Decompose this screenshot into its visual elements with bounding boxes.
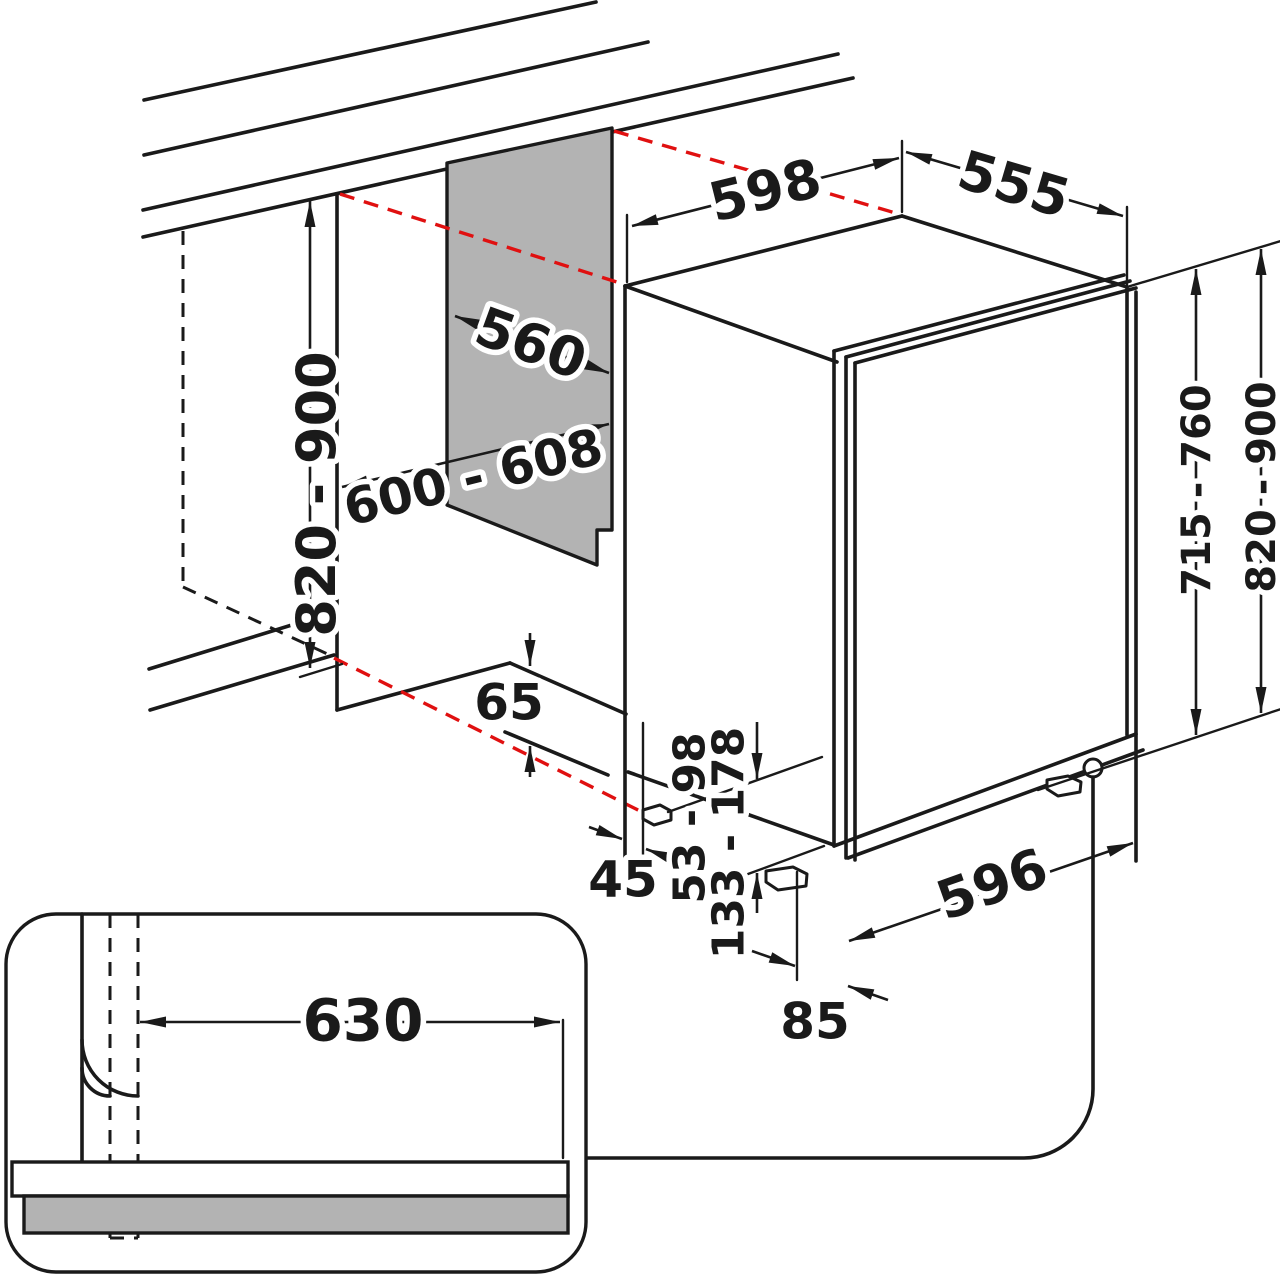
dim-label-appliance-height: 715 - 760: [1174, 384, 1220, 595]
door-bottom-edge-1: [832, 732, 1138, 848]
dimension-line: [341, 422, 610, 489]
dim-label-floor-step: 65: [474, 674, 544, 732]
dim-label-appliance-width: 598: [703, 146, 828, 234]
niche-floor-side-edge: [508, 661, 628, 716]
dimension-floor-step: 65: [469, 633, 549, 777]
plinth-board: [10, 1160, 570, 1198]
feet-top-reference-line: [666, 755, 824, 814]
drain-hose-path: [584, 775, 1095, 1160]
arrow-right: [645, 847, 679, 864]
top-left-edge: [623, 214, 904, 288]
dimension-appliance-width: 598: [625, 139, 904, 284]
dimension-line: [905, 150, 1124, 218]
feet-and-hose: [584, 755, 1104, 1160]
arrow-left: [588, 824, 623, 841]
side-bottom-edge: [626, 770, 836, 847]
wall-line-lower: [142, 40, 650, 157]
arrow-right: [847, 984, 889, 1002]
dim-label-toe-offset: 45: [588, 851, 658, 909]
dim-label-appliance-height-door: 820 - 900: [1239, 381, 1280, 592]
top-front-edge: [623, 284, 839, 364]
worktop-front-top-edge: [141, 52, 840, 212]
floor-front-edge-outer-2: [148, 653, 336, 712]
floor-front-edge-outer: [147, 610, 336, 671]
dimension-line: [631, 156, 900, 228]
wall-line-upper: [142, 0, 598, 102]
dim-label-rear-foot-offset: 85: [780, 993, 850, 1051]
niche-left-wall-bottom-hidden: [182, 585, 335, 659]
dim-label-hose-reach: 630: [302, 986, 423, 1054]
feet-bottom-reference-line: [746, 844, 826, 876]
niche-floor-front-edge: [335, 661, 512, 712]
dimension-appliance-depth: 555: [905, 133, 1129, 287]
arrow-left: [751, 949, 796, 968]
rear-right-foot: [1045, 774, 1083, 798]
floor-strip: [22, 1194, 570, 1235]
dimension-base-width: 596: [848, 830, 1134, 943]
dimension-toe-offset: 45: [583, 721, 679, 914]
front-left-foot: [764, 865, 809, 892]
reference-tick: [298, 662, 344, 679]
dim-label-niche-height: 820 - 900: [285, 351, 348, 636]
dimension-line: [454, 314, 610, 375]
dim-label-foot-range-high: 133 - 178: [703, 727, 754, 960]
dim-label-foot-range-low: 53 - 98: [664, 732, 715, 903]
top-right-edge: [900, 214, 1129, 289]
door-top-edge-2: [844, 279, 1132, 359]
bottom-reference-line: [1036, 708, 1280, 792]
hose-bend-inner: [80, 1066, 112, 1098]
alignment-lines: [333, 129, 900, 813]
dimension-line: [848, 841, 1134, 943]
top-reference-line: [1125, 240, 1280, 289]
red-alignment-line-floor: [333, 656, 641, 813]
door-top-edge-1: [832, 273, 1126, 353]
dimension-appliance-heights: 715 - 760 820 - 900: [1036, 240, 1280, 792]
dim-label-appliance-depth: 555: [951, 138, 1077, 230]
dimension-foot-ranges: 53 - 98 133 - 178: [659, 721, 763, 965]
door-top-edge-3: [853, 286, 1138, 365]
dim-label-base-width: 596: [928, 836, 1055, 933]
hose-detail-inset: 630: [4, 912, 588, 1274]
dimension-rear-foot-offset: 85: [751, 870, 889, 1056]
dimension-niche-height: 820 - 900: [279, 201, 353, 679]
hose-bend-outer: [80, 1038, 140, 1098]
plinth-lower-edge: [503, 730, 610, 777]
